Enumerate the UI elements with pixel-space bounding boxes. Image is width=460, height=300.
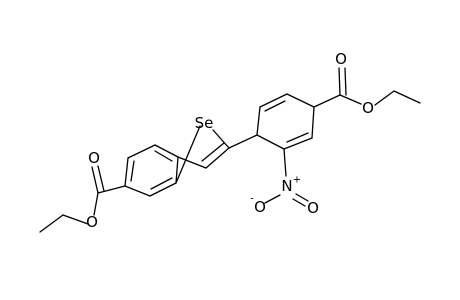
bond xyxy=(93,192,99,216)
bond xyxy=(154,144,179,158)
atom-o-right-carbonyl: O xyxy=(335,50,347,68)
bond xyxy=(228,134,258,149)
atom-o-right-ester: O xyxy=(362,99,374,117)
bond xyxy=(91,166,99,194)
bond xyxy=(339,94,362,105)
atom-o-left-carbonyl: O xyxy=(88,149,100,167)
atom-labels: Se O O O O N + O - O xyxy=(86,50,374,231)
bond xyxy=(150,177,173,190)
bond xyxy=(292,198,306,207)
bond xyxy=(62,214,89,225)
atom-o-nitro-minus: O xyxy=(254,198,266,216)
bond xyxy=(39,214,64,233)
bond xyxy=(149,182,177,197)
bond xyxy=(264,194,281,204)
bond xyxy=(201,142,225,162)
bond xyxy=(212,129,230,149)
bond xyxy=(286,93,315,108)
bond xyxy=(124,157,129,187)
bond xyxy=(393,90,421,104)
bond xyxy=(264,100,286,112)
atom-n-nitro: N xyxy=(281,177,292,195)
bond xyxy=(97,165,105,192)
bond xyxy=(175,125,201,184)
bond xyxy=(311,106,315,139)
atom-o-left-ester: O xyxy=(86,213,98,231)
bond xyxy=(127,144,156,159)
bonds xyxy=(39,67,421,233)
bond xyxy=(286,132,309,143)
bond xyxy=(338,67,341,96)
atom-o-nitro-double: O xyxy=(307,199,319,217)
bond xyxy=(283,137,313,150)
atom-se: Se xyxy=(195,114,214,132)
bond xyxy=(256,106,261,136)
bond xyxy=(313,94,341,108)
bond xyxy=(374,90,395,106)
charge-o-minus: - xyxy=(250,194,254,205)
bond xyxy=(283,148,287,177)
bond xyxy=(344,67,347,96)
bond xyxy=(175,156,179,184)
bond xyxy=(177,156,207,169)
bond xyxy=(130,160,135,182)
charge-n-plus: + xyxy=(293,175,301,186)
bond xyxy=(205,147,230,169)
bond xyxy=(97,185,126,194)
bond xyxy=(124,185,151,197)
bond xyxy=(154,150,173,162)
bond xyxy=(256,134,285,150)
bond xyxy=(259,93,288,108)
bond xyxy=(295,193,309,202)
